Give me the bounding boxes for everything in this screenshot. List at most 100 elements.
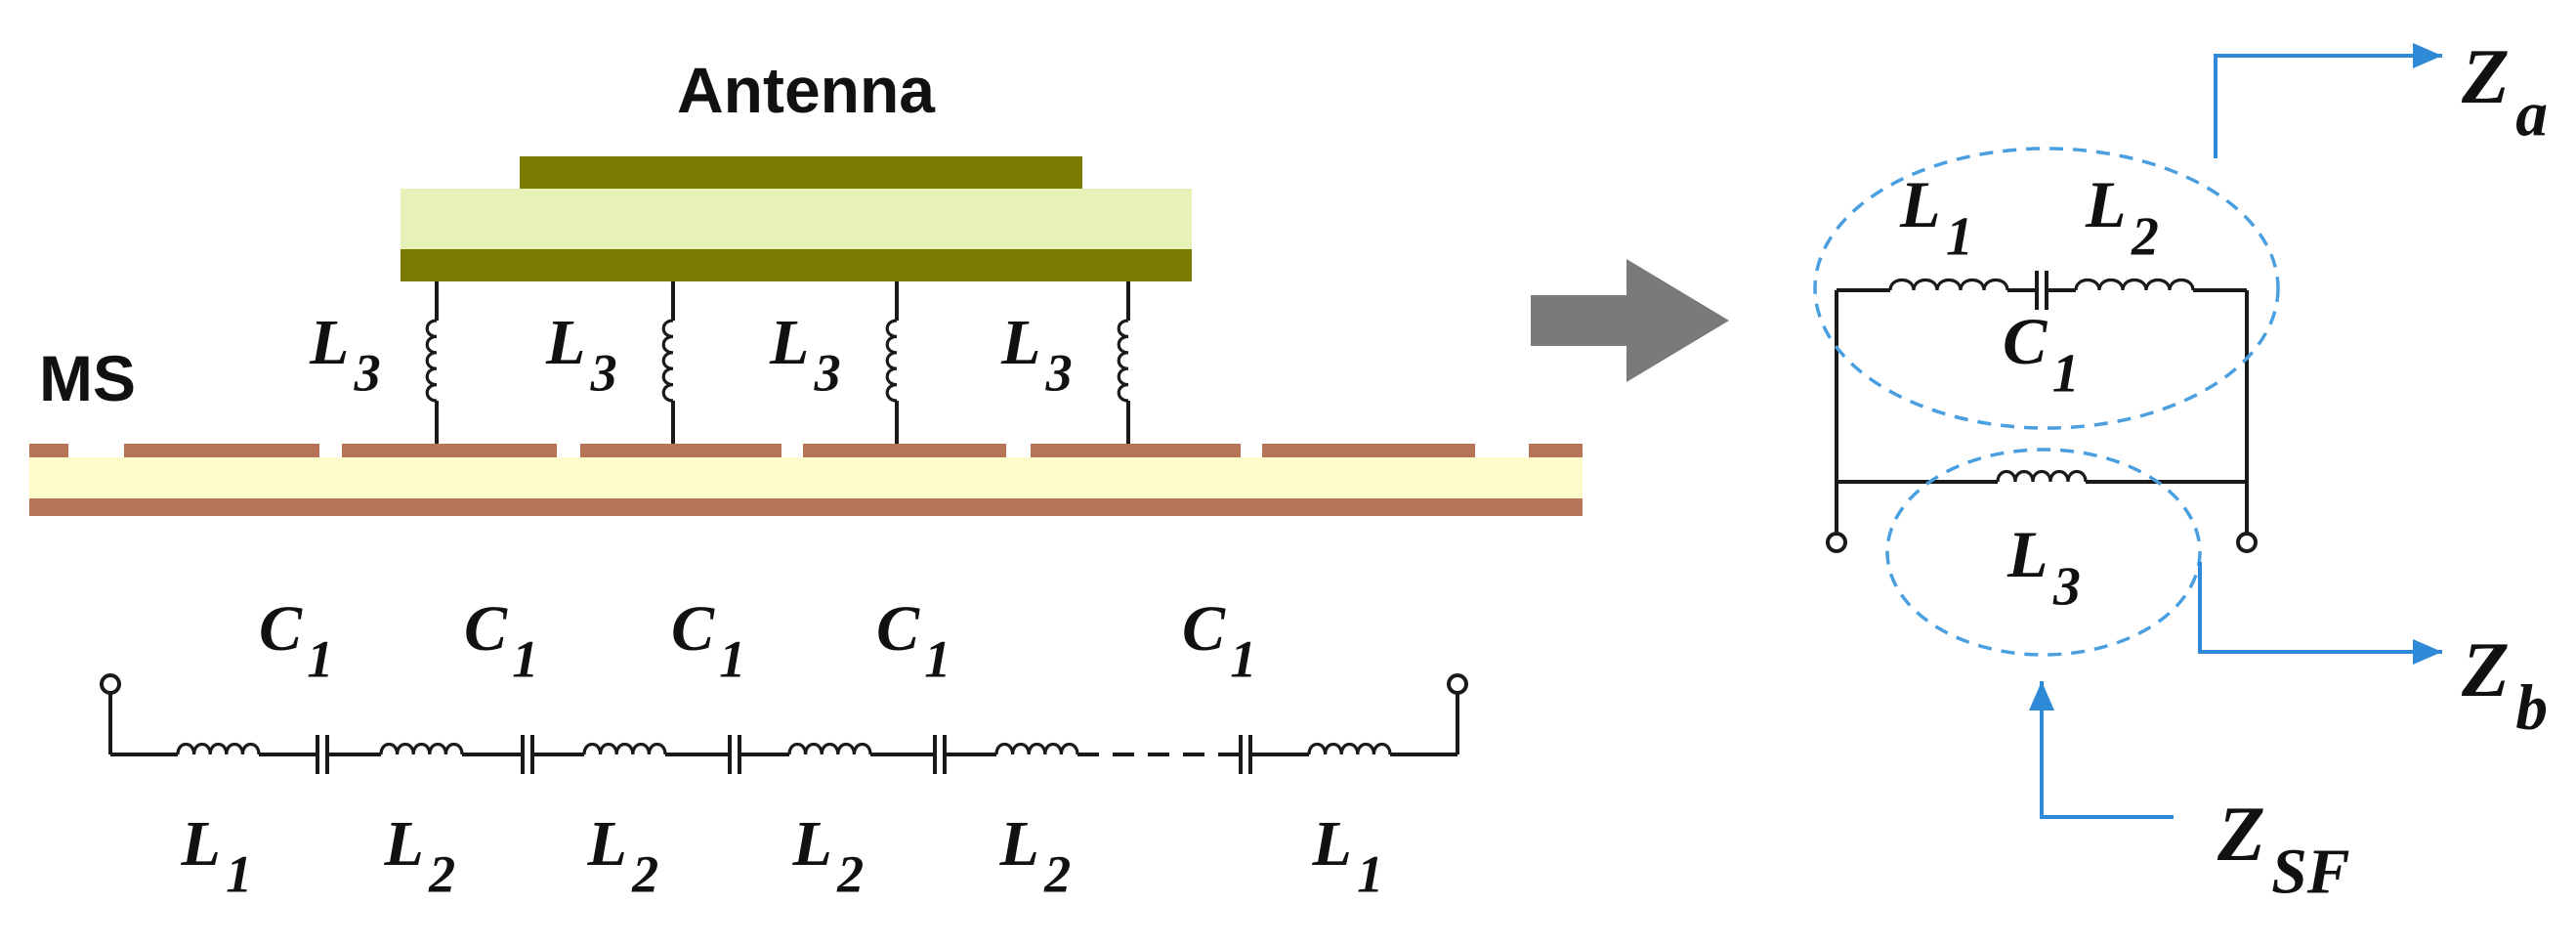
unit-l1-label-letter: L (1899, 167, 1941, 241)
arrow-right-icon (1531, 259, 1729, 382)
ladder-capacitor (521, 735, 534, 774)
ladder-capacitor-label-letter: C (876, 593, 920, 665)
antenna-top-patch (520, 156, 1082, 189)
ladder-capacitor (728, 735, 741, 774)
metasurface-strip (580, 444, 781, 457)
ladder-inductor-label-subscript: 2 (631, 845, 658, 904)
unit-c1-label-letter: C (2003, 304, 2048, 378)
zb-label-letter: Z (2461, 627, 2510, 713)
ladder-inductor-label: L2 (999, 808, 1072, 904)
za-label-letter: Z (2461, 34, 2510, 120)
via-inductor-coil (425, 319, 438, 403)
unit-series-inductor-l2 (2074, 278, 2195, 291)
ladder-capacitor-label-subscript: 1 (924, 630, 950, 689)
metasurface-substrate (29, 457, 1583, 498)
via-inductor-label-subscript: 3 (1045, 344, 1073, 403)
ladder-inductor-label-subscript: 2 (428, 845, 455, 904)
unit-l1-label: L1 (1899, 167, 1973, 268)
ladder-capacitor-label: C1 (876, 593, 950, 689)
ladder-capacitor-label-letter: C (671, 593, 715, 665)
antenna-ground-patch (401, 249, 1192, 281)
ladder-inductor-label-subscript: 1 (1357, 845, 1383, 904)
unit-l3-label-subscript: 3 (2052, 557, 2081, 618)
ladder-inductor-label: L2 (384, 808, 456, 904)
ladder-capacitor-label-subscript: 1 (1230, 630, 1256, 689)
metasurface-strip (1529, 444, 1583, 457)
ladder-capacitor-label: C1 (259, 593, 333, 689)
via-inductor-label: L3 (1000, 307, 1073, 403)
ladder-left-port (100, 673, 121, 695)
ladder-inductor-coil (582, 742, 667, 755)
unit-c1-label-subscript: 1 (2052, 344, 2080, 405)
ladder-inductor-label-subscript: 2 (836, 845, 864, 904)
via-inductor-label-letter: L (545, 307, 585, 378)
metasurface-strips (29, 444, 1583, 457)
metasurface-strip (342, 444, 557, 457)
unit-l3-label-letter: L (2006, 517, 2048, 591)
ladder-inductor-label: L2 (792, 808, 865, 904)
via-inductor-coil (1117, 319, 1129, 403)
unit-l2-label-letter: L (2085, 167, 2127, 241)
metasurface-strip (29, 444, 68, 457)
unit-c1-label: C1 (2003, 304, 2080, 405)
unit-l2-label: L2 (2085, 167, 2159, 268)
metasurface-strip (124, 444, 319, 457)
za-label: Za (2461, 34, 2548, 151)
via-inductor-label: L3 (309, 307, 381, 403)
ladder-capacitor-label-subscript: 1 (307, 630, 333, 689)
via-inductor-label-subscript: 3 (814, 344, 841, 403)
unit-series-inductor-l1 (1888, 278, 2009, 291)
zsf-label: ZSF (2217, 792, 2350, 908)
ladder-inductor-coil (1307, 742, 1392, 755)
via-inductor-label-letter: L (769, 307, 809, 378)
via-inductor-label-subscript: 3 (354, 344, 381, 403)
zb-arrow (2198, 562, 2442, 665)
ladder-inductor-label-letter: L (587, 808, 627, 880)
via-inductor-label-letter: L (309, 307, 349, 378)
unit-right-port (2236, 532, 2258, 553)
zsf-label-letter: Z (2217, 792, 2265, 878)
metasurface-strip (803, 444, 1006, 457)
ladder-inductor-coil (787, 742, 872, 755)
ladder-inductor-label: L2 (587, 808, 659, 904)
ladder-capacitor-label: C1 (671, 593, 745, 689)
zsf-label-subscript: SF (2271, 838, 2349, 908)
zb-region-ellipse (1885, 448, 2202, 657)
via-inductor-coil (661, 319, 674, 403)
ladder-inductor-label: L1 (1312, 808, 1384, 904)
ladder-capacitor-label: C1 (1182, 593, 1256, 689)
ladder-capacitor (1239, 735, 1252, 774)
metasurface-strip (1031, 444, 1241, 457)
ladder-inductor-label-letter: L (181, 808, 221, 880)
ladder-inductor-label: L1 (181, 808, 253, 904)
via-inductor-label: L3 (545, 307, 617, 403)
antenna-label: Antenna (677, 54, 936, 126)
ladder-inductor-label-subscript: 2 (1043, 845, 1071, 904)
ms-label: MS (39, 342, 136, 414)
antenna-substrate (401, 189, 1192, 249)
metasurface-strip (1262, 444, 1475, 457)
ladder-inductor-label-letter: L (999, 808, 1039, 880)
unit-l2-label-subscript: 2 (2131, 207, 2159, 268)
unit-shunt-inductor-l3 (1996, 469, 2088, 483)
unit-left-port (1826, 532, 1847, 553)
ladder-inductor-label-letter: L (792, 808, 832, 880)
unit-l1-label-subscript: 1 (1946, 207, 1973, 268)
ladder-capacitor-label-letter: C (1182, 593, 1226, 665)
ladder-inductor-label-subscript: 1 (226, 845, 252, 904)
ladder-right-port (1447, 673, 1468, 695)
ladder-capacitor (933, 735, 947, 774)
ladder-capacitor-label-subscript: 1 (512, 630, 538, 689)
ladder-capacitor-label: C1 (464, 593, 538, 689)
metasurface-ground (29, 498, 1583, 516)
ladder-inductor-label-letter: L (1312, 808, 1352, 880)
zb-label: Zb (2461, 627, 2548, 744)
ladder-capacitor-label-letter: C (464, 593, 508, 665)
ladder-inductor-coil (176, 742, 261, 755)
za-label-subscript: a (2515, 80, 2548, 151)
via-inductor-label-subscript: 3 (590, 344, 617, 403)
